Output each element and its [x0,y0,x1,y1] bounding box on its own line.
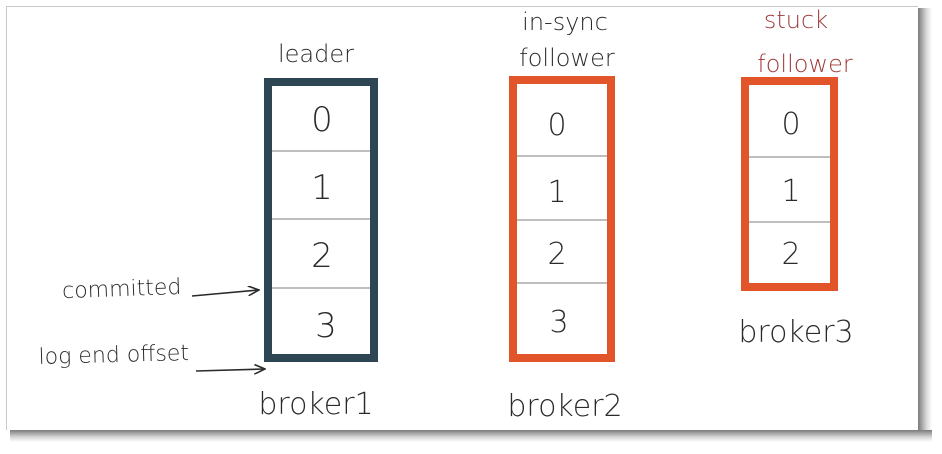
broker-2-offset-0: 0 [547,108,566,143]
broker-2-role-label-line-2: follower [519,44,615,72]
broker-3-group: stuck follower 0 1 2 broker3 [738,6,853,350]
broker-3-offset-0: 0 [781,107,800,142]
broker-1-group: leader 0 1 2 3 broker1 [258,40,378,422]
image-frame [6,6,918,430]
broker-1-role-label-line-1: leader [278,40,354,68]
broker-2-offset-2: 2 [547,237,566,272]
frame-shadow-bottom [10,430,932,442]
broker-1-name: broker1 [258,387,373,422]
broker-3-offset-2: 2 [781,237,800,272]
log-end-offset-label: log end offset [38,341,189,370]
broker-1-offset-1: 1 [311,168,333,208]
broker-3-role-label-line-2: follower [757,50,853,78]
broker-1-offset-0: 0 [311,100,333,140]
annotations: committed log end offset [38,275,264,371]
broker-3-role-label-line-1: stuck [764,6,828,34]
broker-1-offset-3: 3 [315,306,337,346]
log-end-offset-arrow [195,369,264,371]
broker-1-log-box [264,78,378,362]
broker-1-offset-2: 2 [311,236,333,276]
broker-2-log-box [509,76,615,362]
committed-arrow [191,290,258,297]
frame-shadow-right [918,8,932,442]
broker-2-name: broker2 [507,389,622,424]
broker-3-name: broker3 [738,315,853,350]
broker-2-offset-1: 1 [547,175,566,210]
broker-2-group: in-sync follower 0 1 2 3 broker2 [507,8,622,424]
broker-2-role-label-line-1: in-sync [522,8,608,36]
broker-3-offset-1: 1 [781,174,800,209]
broker-2-offset-3: 3 [549,305,568,340]
broker-3-log-box [741,77,838,291]
committed-label: committed [62,275,182,304]
